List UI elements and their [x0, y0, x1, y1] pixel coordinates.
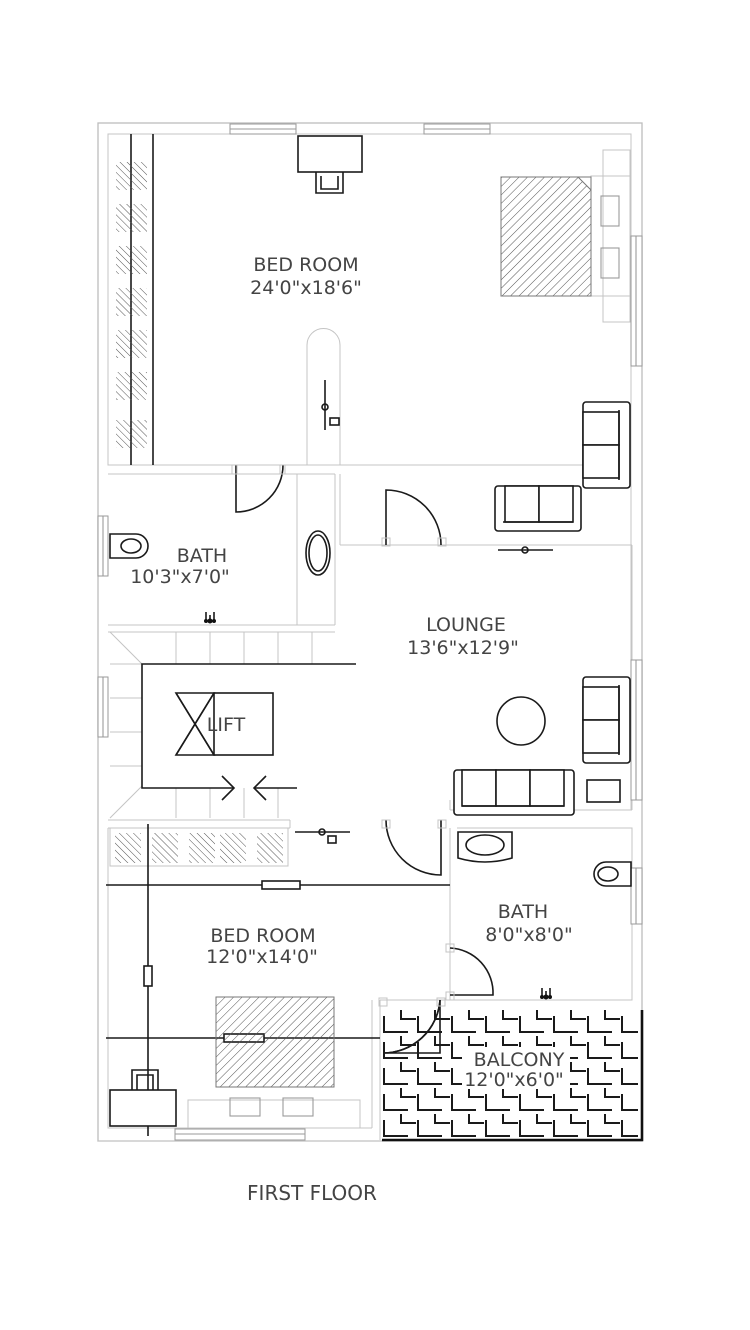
sofa-top-right [582, 401, 631, 489]
room-name: BATH [177, 545, 227, 567]
drawing-title: FIRST FLOOR [247, 1181, 377, 1205]
windows [97, 123, 643, 1141]
room-name: LOUNGE [426, 614, 506, 636]
sofa-top-bottom [494, 485, 582, 532]
room-size: 24'0"x18'6" [250, 277, 362, 299]
room-name: BED ROOM [253, 254, 358, 276]
lift-label: LIFT [207, 714, 246, 736]
room-size: 13'6"x12'9" [407, 637, 519, 659]
lower-bedroom-furniture [106, 824, 450, 1136]
room-size: 10'3"x7'0" [130, 566, 230, 588]
staircase [109, 631, 356, 819]
walls [97, 122, 643, 1142]
room-labels: BED ROOM 24'0"x18'6" BATH 10'3"x7'0" LOU… [130, 254, 573, 1205]
double-bed-top [500, 149, 631, 323]
bathtub-partition [306, 328, 341, 465]
bath1-fixtures [109, 530, 331, 624]
room-name: BATH [498, 901, 548, 923]
room-name: BED ROOM [210, 925, 315, 947]
room-size: 8'0"x8'0" [485, 924, 573, 946]
room-name: BALCONY [474, 1049, 565, 1071]
room-size: 12'0"x6'0" [464, 1069, 564, 1091]
wardrobe [116, 134, 154, 465]
study-desk [297, 135, 363, 194]
lift-shaft [174, 692, 274, 756]
room-size: 12'0"x14'0" [206, 946, 318, 968]
bath2-fixtures [457, 831, 632, 1000]
lounge-furniture [453, 546, 631, 816]
